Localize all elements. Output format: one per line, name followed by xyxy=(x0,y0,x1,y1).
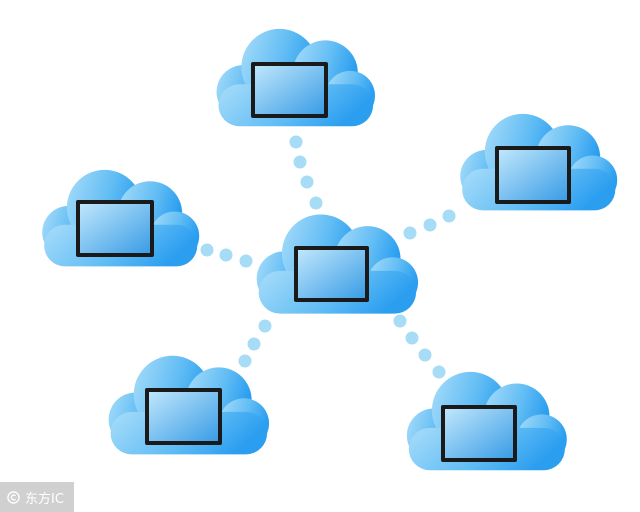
copyright-icon xyxy=(7,490,20,504)
connector-bottom-left xyxy=(238,319,272,368)
connector-dot xyxy=(258,319,272,333)
watermark: 东方IC xyxy=(0,482,74,512)
connector-dot xyxy=(219,248,233,262)
connector-dot xyxy=(442,209,456,223)
connector-dot xyxy=(293,155,307,169)
connector-dot xyxy=(200,243,214,257)
connector-dot xyxy=(418,348,432,362)
node-center xyxy=(256,214,419,314)
connector-right xyxy=(403,209,456,240)
tablet-screen-icon xyxy=(255,66,324,114)
connector-dot xyxy=(238,354,252,368)
connector-dot xyxy=(432,365,446,379)
node-top xyxy=(216,28,375,127)
watermark-text: 东方IC xyxy=(25,491,64,507)
connector-dot xyxy=(247,337,261,351)
tablet-screen-icon xyxy=(80,204,150,253)
node-bottom-left xyxy=(108,355,270,455)
connector-dot xyxy=(300,175,314,189)
connector-dot xyxy=(393,314,407,328)
connector-dot xyxy=(309,196,323,210)
node-bottom-right xyxy=(406,371,567,471)
connector-dot xyxy=(239,254,253,268)
connector-top xyxy=(289,135,323,210)
connector-dot xyxy=(423,218,437,232)
connector-dot xyxy=(289,135,303,149)
tablet-screen-icon xyxy=(445,409,513,458)
connector-left xyxy=(200,243,253,268)
tablet-screen-icon xyxy=(499,150,567,200)
connector-dot xyxy=(403,226,417,240)
tablet-screen-icon xyxy=(149,392,218,441)
node-left xyxy=(42,169,200,267)
connector-dots xyxy=(200,135,456,379)
node-right xyxy=(460,113,618,211)
network-nodes xyxy=(42,28,618,471)
tablet-screen-icon xyxy=(298,250,365,298)
connector-bottom-right xyxy=(393,314,446,379)
connector-dot xyxy=(405,331,419,345)
